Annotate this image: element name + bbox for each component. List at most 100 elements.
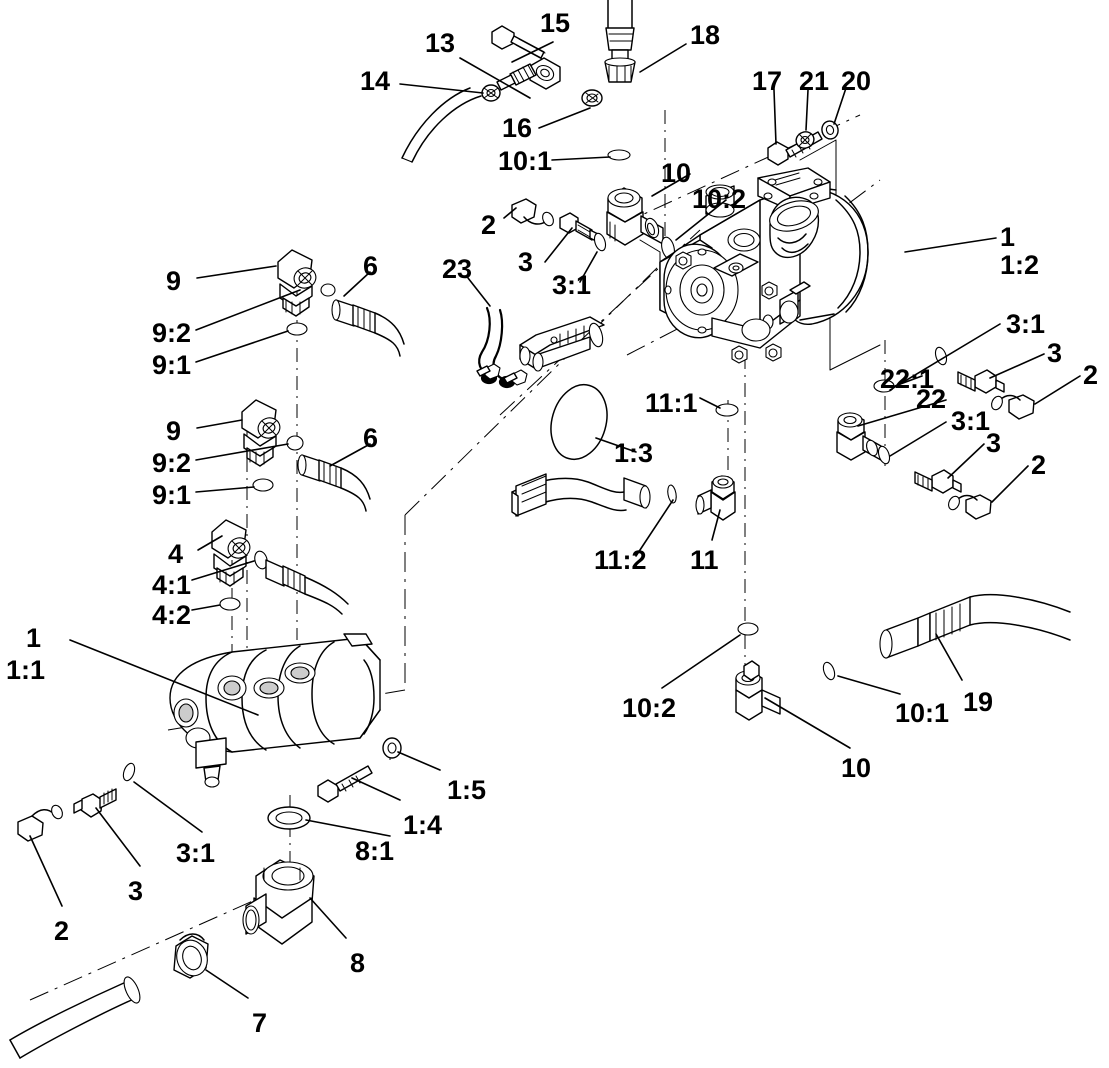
part-4-2-oring — [219, 597, 241, 611]
callout-8-1: 8:1 — [355, 836, 395, 866]
part-8-elbow — [242, 859, 315, 945]
callout-10-2: 10:2 — [692, 184, 747, 214]
part-11-1-oring — [715, 403, 739, 417]
part-1-5-washer — [382, 737, 402, 759]
part-21-lockwasher — [795, 131, 815, 149]
callout-6: 6 — [363, 423, 379, 453]
pump-bolt-heads — [675, 251, 782, 364]
part-22-1-oring — [873, 379, 895, 393]
part-2-cap-right-upper — [991, 394, 1035, 420]
callout-10-1: 10:1 — [895, 698, 950, 728]
motor-body-item-1-1 — [169, 633, 381, 788]
callout-10-2: 10:2 — [622, 693, 677, 723]
part-18-hose-fitting — [604, 0, 636, 83]
relief-valve-cartridge — [476, 316, 605, 386]
part-11-2-oring — [667, 484, 677, 504]
callout-23: 23 — [442, 254, 473, 284]
part-3-1-oring-upper — [593, 232, 607, 252]
callout-10: 10 — [661, 158, 692, 188]
callout-2: 2 — [54, 916, 70, 946]
callout-1-1: 1:1 — [6, 655, 46, 685]
part-2-cap-right-lower — [948, 494, 992, 520]
callout-3: 3 — [128, 876, 144, 906]
part-9-elbow-lower — [241, 399, 281, 467]
callout-3: 3 — [986, 428, 1002, 458]
callout-14: 14 — [360, 66, 391, 96]
callout-9-1: 9:1 — [152, 350, 192, 380]
callout-2: 2 — [481, 210, 497, 240]
part-10-elbow-top — [606, 187, 664, 246]
callout-17: 17 — [752, 66, 783, 96]
part-7-clamp — [173, 933, 209, 979]
callout-11-2: 11:2 — [594, 545, 647, 575]
callout-3: 3 — [1047, 338, 1063, 368]
part-20-washer — [821, 120, 839, 140]
part-9-elbow-upper — [277, 249, 317, 317]
part-3-1-oring-right-lower — [877, 445, 891, 465]
part-9-1-oring-lower — [252, 478, 274, 492]
callout-18: 18 — [690, 20, 721, 50]
part-3-fitting-bottom-left — [73, 788, 117, 818]
part-1-3-large-oring — [550, 383, 608, 461]
callout-9: 9 — [166, 266, 182, 296]
part-2-cap-bottom-left — [17, 804, 63, 842]
callout-6: 6 — [363, 251, 379, 281]
callout-10-1: 10:1 — [498, 146, 553, 176]
callout-1-3: 1:3 — [614, 438, 654, 468]
callout-13: 13 — [425, 28, 456, 58]
part-13-rod-end — [496, 57, 561, 91]
callout-4-2: 4:2 — [152, 600, 192, 630]
callout-9-1: 9:1 — [152, 480, 192, 510]
part-6-hose-upper — [331, 299, 405, 357]
callout-15: 15 — [540, 8, 571, 38]
part-19-hose-fitting — [879, 594, 1071, 659]
part-9-2-oring-lower — [286, 435, 304, 451]
part-11-elbow — [695, 475, 736, 521]
callout-1-5: 1:5 — [447, 775, 487, 805]
callout-10: 10 — [841, 753, 872, 783]
part-9-2-oring-upper — [320, 283, 336, 297]
callout-9: 9 — [166, 416, 182, 446]
part-3-1-oring-bottom-left — [122, 762, 136, 782]
callout-1-4: 1:4 — [403, 810, 443, 840]
callout-2: 2 — [1031, 450, 1047, 480]
part-3-fitting-right-upper — [957, 369, 1005, 394]
callout-16: 16 — [502, 113, 533, 143]
callout-9-2: 9:2 — [152, 318, 192, 348]
callout-7: 7 — [252, 1008, 268, 1038]
callout-11-1: 11:1 — [645, 388, 698, 418]
callout-3-1: 3:1 — [1006, 309, 1046, 339]
callout-4-1: 4:1 — [152, 570, 192, 600]
part-10-1-oring-bottom — [822, 661, 836, 681]
callout-11: 11 — [690, 545, 719, 575]
part-2-cap-upper — [511, 198, 554, 227]
hose-14-curve — [401, 87, 482, 163]
part-3-fitting-right-lower — [914, 469, 962, 494]
leader-lines — [29, 41, 1081, 999]
callout-2: 2 — [1083, 360, 1099, 390]
callout-4: 4 — [168, 539, 184, 569]
callout-21: 21 — [799, 66, 830, 96]
callout-3: 3 — [518, 247, 534, 277]
part-22-elbow — [836, 412, 882, 461]
callout-9-2: 9:2 — [152, 448, 192, 478]
part-6-hose-lower — [297, 454, 371, 512]
part-4-1-oring — [254, 550, 268, 570]
hose-bottom-left — [9, 976, 141, 1059]
part-4-elbow — [211, 519, 251, 587]
part-3-fitting-upper — [559, 212, 599, 243]
callout-3-1: 3:1 — [552, 270, 592, 300]
part-16-washer — [581, 89, 603, 107]
callout-8: 8 — [350, 948, 366, 978]
callout-3-1: 3:1 — [951, 406, 991, 436]
callout-22: 22 — [916, 384, 947, 414]
part-10-elbow-bottom — [735, 660, 781, 721]
part-10-1-oring-top — [607, 149, 631, 161]
callout-19: 19 — [963, 687, 994, 717]
callout-1: 1 — [1000, 222, 1016, 252]
callout-22-1: 22:1 — [880, 364, 935, 394]
part-8-1-washer — [267, 806, 311, 830]
main-pump-body-item-1 — [639, 139, 881, 371]
